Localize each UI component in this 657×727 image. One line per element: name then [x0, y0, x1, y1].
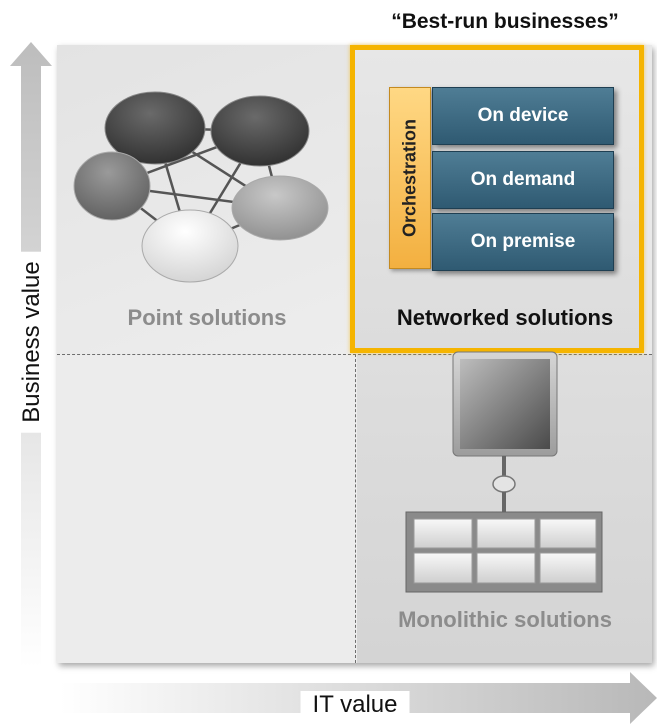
node-mid [73, 151, 151, 221]
x-axis-label: IT value [300, 691, 410, 719]
on-demand-box: On demand [432, 151, 614, 209]
networked-solutions-label: Networked solutions [396, 305, 614, 330]
keyboard-icon [405, 511, 603, 593]
point-solutions-graphic [73, 91, 329, 283]
on-device-box: On device [432, 87, 614, 145]
vertical-divider [355, 354, 356, 663]
node-white [141, 209, 239, 283]
quadrant-bottom-left [57, 354, 357, 663]
node-light [231, 175, 329, 241]
monolithic-solutions-label: Monolithic solutions [398, 607, 612, 632]
monitor-icon [452, 351, 558, 514]
on-premise-box: On premise [432, 213, 614, 271]
best-run-label: “Best-run businesses” [391, 10, 619, 33]
y-axis-label: Business value [18, 251, 46, 433]
point-solutions-label: Point solutions [127, 305, 287, 330]
node-dark-2 [210, 95, 310, 167]
orchestration-label: Orchestration [399, 118, 420, 238]
horizontal-divider [57, 354, 652, 355]
node-dark-1 [104, 91, 206, 165]
orchestration-bar: Orchestration [389, 87, 431, 269]
monolithic-graphic [405, 351, 603, 593]
